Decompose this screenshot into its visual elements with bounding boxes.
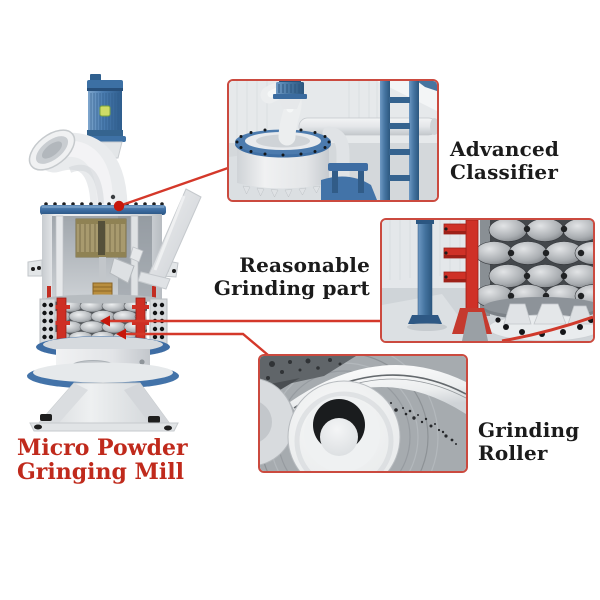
- advanced-classifier-label-line1: Advanced: [450, 137, 560, 161]
- connector-lines: [109, 166, 380, 356]
- discharge-chute: [137, 188, 202, 290]
- connector-line-classifier: [118, 166, 229, 208]
- advanced-classifier-label: Advanced Classifier: [450, 138, 559, 184]
- grinding-roller-label-line1: Grinding: [478, 418, 580, 442]
- connector-dot: [113, 200, 125, 212]
- reasonable-grinding-part-label-line2: Grinding part: [213, 276, 370, 300]
- grinding-roller-label: Grinding Roller: [478, 419, 579, 465]
- connector-line-roller: [125, 332, 269, 356]
- connector-arrow-1: [100, 315, 110, 327]
- reasonable-grinding-part-label-line1: Reasonable: [239, 253, 370, 277]
- roller-detail-image: [260, 356, 466, 471]
- grinding-roller-label-line2: Roller: [478, 441, 548, 465]
- product-title: Micro Powder Gringing Mill: [17, 436, 188, 484]
- top-flange-ring: [40, 202, 166, 215]
- feed-inlet-funnel: [28, 129, 128, 225]
- callout-classifier-box: [227, 79, 439, 202]
- advanced-classifier-label-line2: Classifier: [450, 160, 559, 184]
- product-title-line2: Gringing Mill: [17, 459, 184, 485]
- classifier-detail-image: [229, 81, 437, 200]
- connector-markers: [100, 200, 126, 340]
- callout-grinding-part-box: [380, 218, 595, 343]
- product-title-line1: Micro Powder: [17, 435, 188, 461]
- classifier-housing-cutaway: [42, 214, 162, 301]
- connector-arrow-2: [116, 328, 126, 340]
- grinding-part-detail-image: [382, 220, 593, 341]
- machine-base: [27, 336, 179, 432]
- reasonable-grinding-part-label: Reasonable Grinding part: [210, 254, 370, 300]
- callout-roller-box: [258, 354, 468, 473]
